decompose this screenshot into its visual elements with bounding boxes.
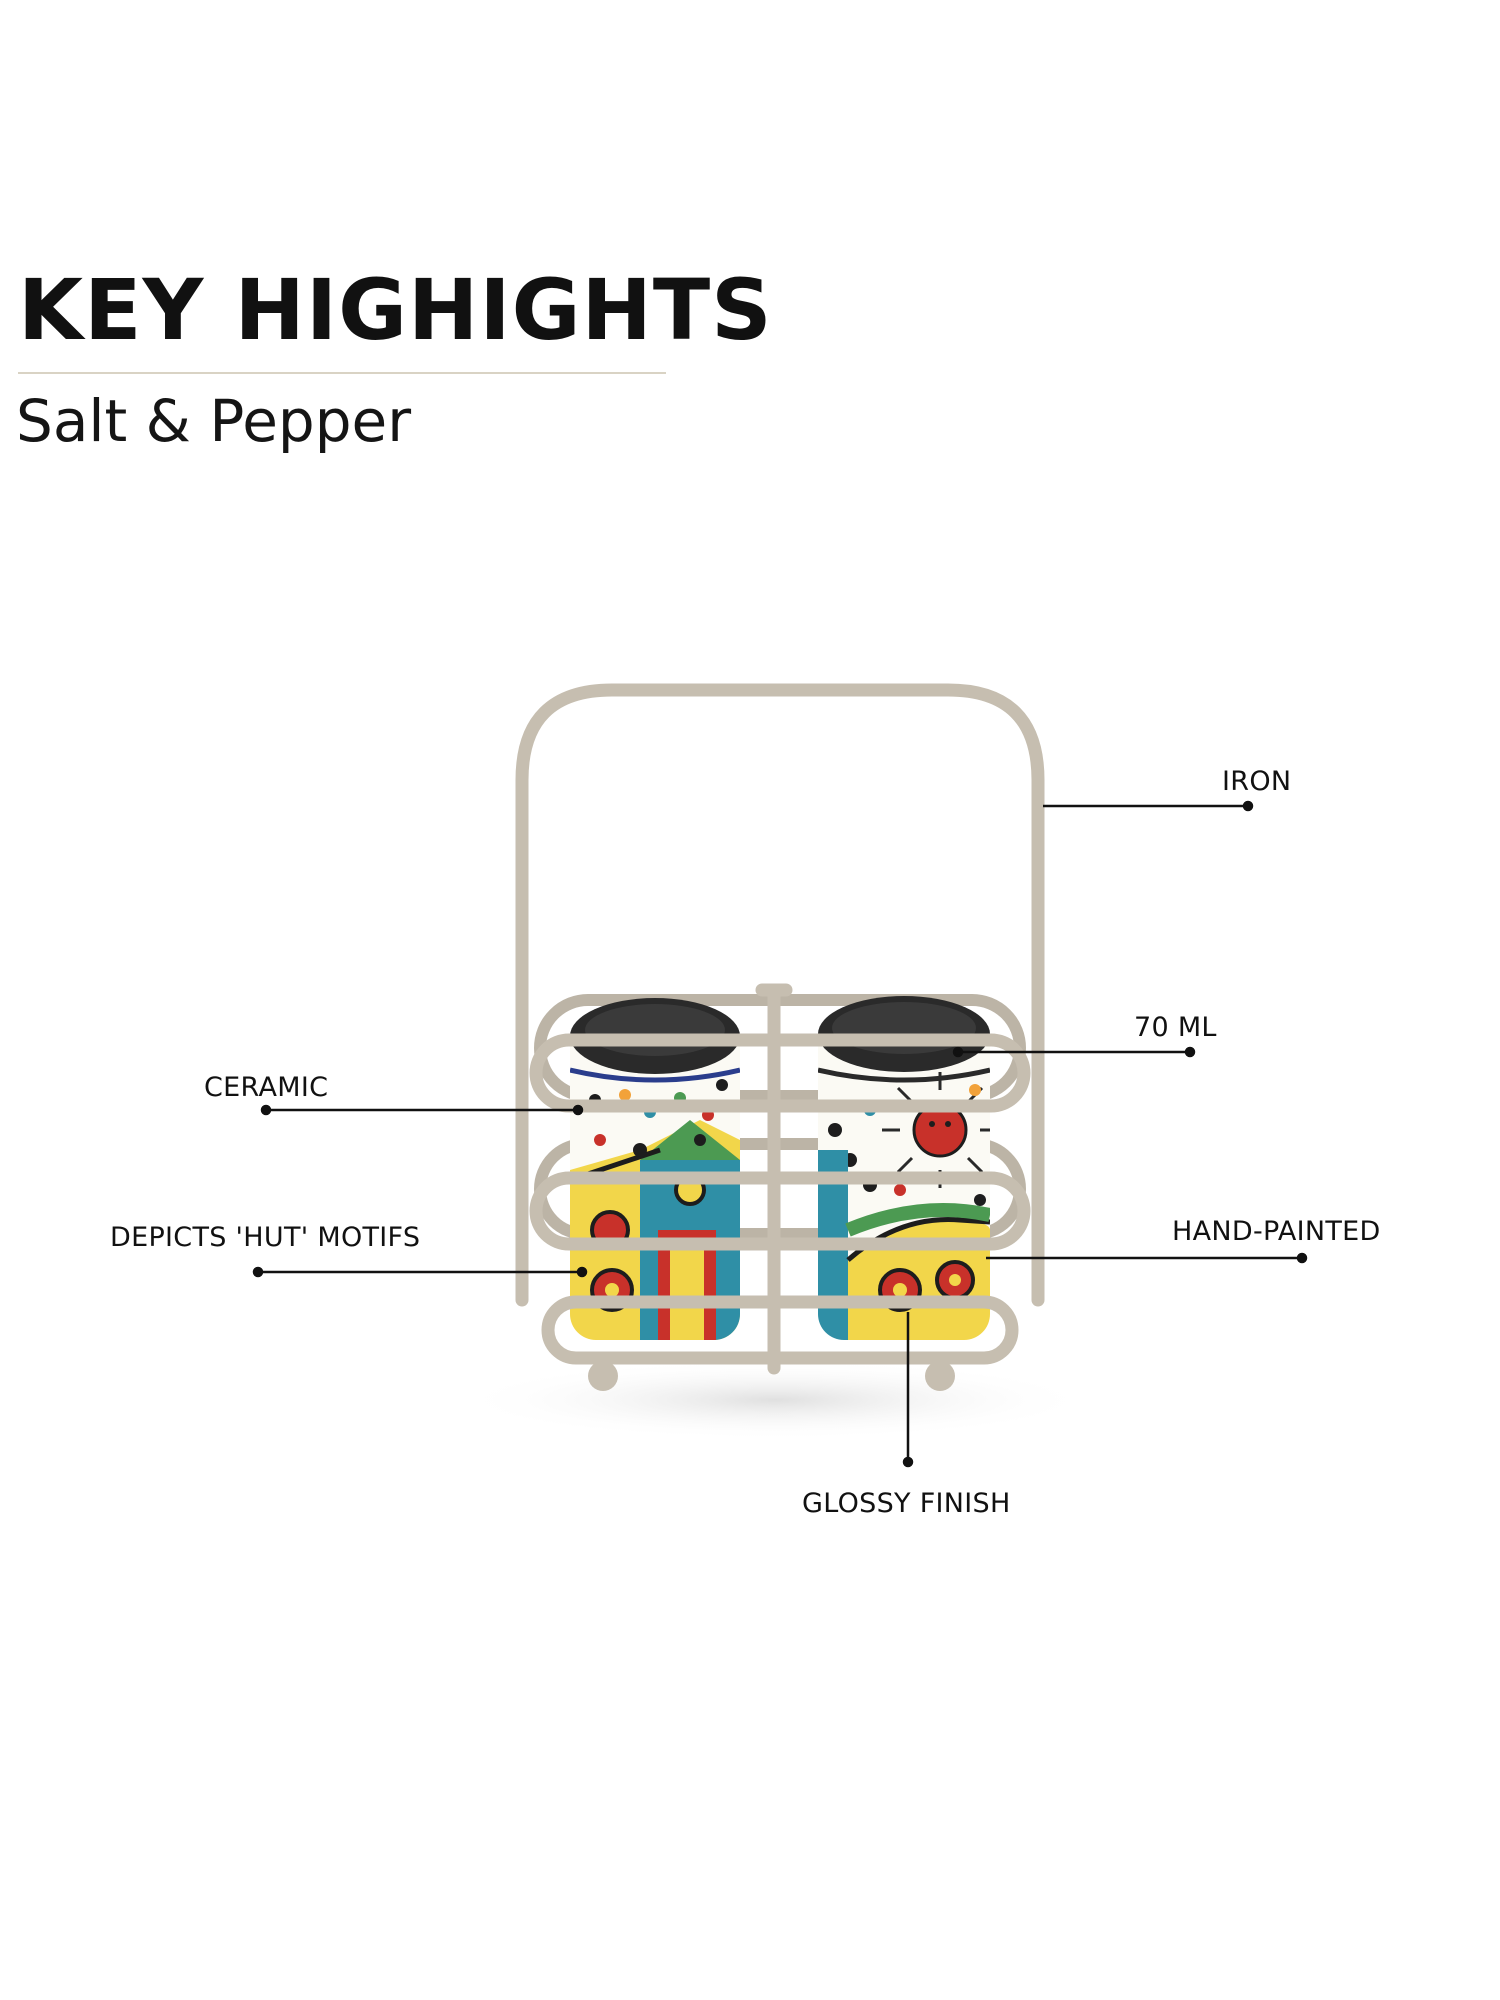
callout-volume: 70 ML <box>1134 1012 1217 1043</box>
callout-iron: IRON <box>1222 766 1292 797</box>
callout-hand-painted: HAND-PAINTED <box>1172 1216 1381 1247</box>
page-title: KEY HIGHIGHTS <box>18 261 773 359</box>
iron-stand-front <box>515 683 1045 1375</box>
title-divider <box>18 372 666 374</box>
callout-lines <box>252 800 1308 1468</box>
callout-glossy: GLOSSY FINISH <box>802 1488 1011 1519</box>
callout-ceramic: CERAMIC <box>204 1072 329 1103</box>
stand-feet <box>588 1361 955 1391</box>
callout-motifs: DEPICTS 'HUT' MOTIFS <box>110 1222 421 1253</box>
page-subtitle: Salt & Pepper <box>16 387 412 455</box>
